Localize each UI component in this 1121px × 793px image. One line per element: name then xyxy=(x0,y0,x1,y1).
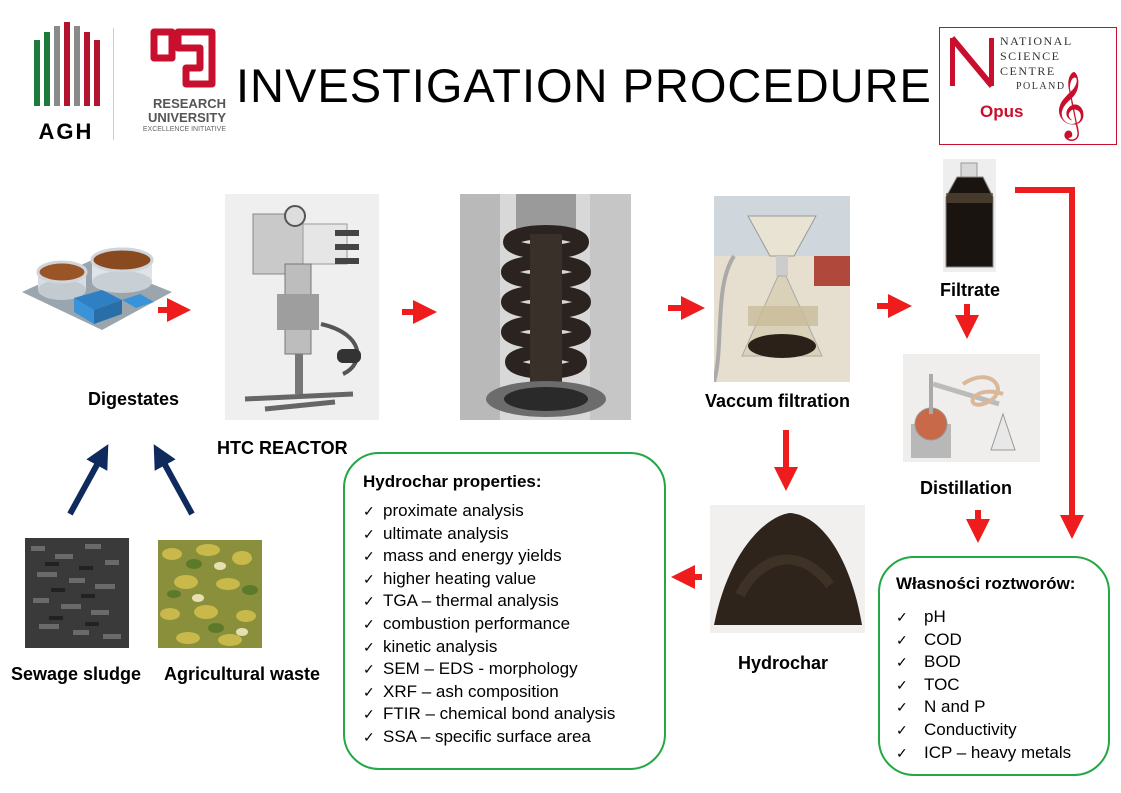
list-item-label: ICP – heavy metals xyxy=(924,742,1072,762)
list-item-label: XRF – ash composition xyxy=(383,681,559,701)
check-icon: ✓ xyxy=(896,699,908,716)
list-item-label: FTIR – chemical bond analysis xyxy=(383,704,616,724)
check-icon: ✓ xyxy=(363,593,375,610)
list-item-label: N and P xyxy=(924,697,986,717)
list-item: ✓ TGA – thermal analysis xyxy=(363,590,664,613)
list-item-label: SSA – specific surface area xyxy=(383,726,591,746)
list-item-label: kinetic analysis xyxy=(383,636,498,656)
label-htc-reactor: HTC REACTOR xyxy=(217,438,348,458)
vacuum-filtration-photo xyxy=(714,196,850,382)
list-item: ✓ ICP – heavy metals xyxy=(896,742,1108,765)
list-item: ✓ higher heating value xyxy=(363,568,664,591)
list-item: ✓ mass and energy yields xyxy=(363,545,664,568)
check-icon: ✓ xyxy=(363,548,375,565)
agh-logo-mark xyxy=(34,22,100,106)
htc-reactor-photo xyxy=(225,194,379,420)
label-vacuum-filtration: Vaccum filtration xyxy=(705,391,851,411)
list-item: ✓ Conductivity xyxy=(896,719,1108,742)
hydrochar-photo xyxy=(710,505,865,633)
research-logo-line2: UNIVERSITY xyxy=(147,110,226,125)
ncn-line3: CENTRE xyxy=(1000,64,1056,78)
check-icon: ✓ xyxy=(363,706,375,723)
treble-clef-icon: 𝄞 xyxy=(1052,70,1087,138)
check-icon: ✓ xyxy=(363,728,375,745)
label-distillation: Distillation xyxy=(920,478,1013,498)
list-item-label: SEM – EDS - morphology xyxy=(383,659,578,679)
arrow-filtrate-to-solution xyxy=(1015,187,1084,539)
agh-logo: AGH xyxy=(30,22,102,144)
check-icon: ✓ xyxy=(363,638,375,655)
list-item-label: proximate analysis xyxy=(383,501,524,520)
research-university-icon xyxy=(150,28,216,88)
list-item-label: Conductivity xyxy=(924,719,1017,739)
hydrochar-properties-title: Hydrochar properties: xyxy=(363,472,542,491)
ncn-line1: NATIONAL xyxy=(1000,34,1073,48)
check-icon: ✓ xyxy=(896,654,908,671)
list-item-label: mass and energy yields xyxy=(383,546,562,566)
list-item-label: COD xyxy=(924,629,962,649)
list-item-label: ultimate analysis xyxy=(383,523,509,543)
ncn-opus-label: Opus xyxy=(980,102,1024,121)
solution-properties-title: Własności roztworów: xyxy=(896,574,1076,593)
research-logo-line1: RESEARCH xyxy=(153,96,226,111)
list-item-label: BOD xyxy=(924,652,961,672)
arrow-sludge-to-digestates xyxy=(67,444,109,516)
list-item-label: pH xyxy=(924,607,946,626)
label-sewage-sludge: Sewage sludge xyxy=(11,664,142,684)
check-icon: ✓ xyxy=(896,676,908,693)
label-agricultural-waste: Agricultural waste xyxy=(164,664,321,684)
check-icon: ✓ xyxy=(896,609,908,625)
solution-properties-list: ✓ pH ✓ COD ✓ BOD ✓ TOC ✓ N and P ✓ Conductivity ✓ ICP… xyxy=(896,606,1108,764)
list-item-label: TGA – thermal analysis xyxy=(383,591,559,611)
list-item: ✓ combustion performance xyxy=(363,613,664,636)
research-university-logo: RESEARCH UNIVERSITY EXCELLENCE INITIATIV… xyxy=(136,24,226,144)
distillation-photo xyxy=(903,354,1040,462)
agh-logo-text: AGH xyxy=(38,119,94,144)
hydrochar-properties-list: ✓ proximate analysis ✓ ultimate analysis ✓ ma… xyxy=(363,500,664,749)
check-icon: ✓ xyxy=(363,615,375,632)
ncn-opus-logo: NATIONAL SCIENCE CENTRE POLAND Opus 𝄞 xyxy=(939,27,1117,145)
ncn-line4: POLAND xyxy=(1016,81,1066,92)
digestate-plant-illustration xyxy=(22,240,172,332)
list-item: ✓ proximate analysis xyxy=(363,500,664,523)
list-item: ✓ XRF – ash composition xyxy=(363,681,664,704)
filtrate-bottle-photo xyxy=(943,159,996,272)
sewage-sludge-photo xyxy=(25,538,129,648)
check-icon: ✓ xyxy=(363,661,375,678)
check-icon: ✓ xyxy=(363,570,375,587)
ncn-line2: SCIENCE xyxy=(1000,49,1061,63)
check-icon: ✓ xyxy=(896,744,908,761)
check-icon: ✓ xyxy=(363,503,375,519)
list-item: ✓ SEM – EDS - morphology xyxy=(363,658,664,681)
list-item: ✓ BOD xyxy=(896,651,1108,674)
hydrochar-properties-box: Hydrochar properties: ✓ proximate analysi… xyxy=(343,452,666,770)
list-item: ✓ pH xyxy=(896,606,1108,629)
list-item: ✓ kinetic analysis xyxy=(363,636,664,659)
list-item-label: TOC xyxy=(924,674,960,694)
check-icon: ✓ xyxy=(363,525,375,542)
arrow-waste-to-digestates xyxy=(153,444,195,516)
logo-divider xyxy=(113,28,114,140)
check-icon: ✓ xyxy=(896,631,908,648)
list-item: ✓ FTIR – chemical bond analysis xyxy=(363,703,664,726)
label-filtrate: Filtrate xyxy=(940,280,1001,300)
reactor-coil-photo xyxy=(460,194,631,420)
list-item: ✓ SSA – specific surface area xyxy=(363,726,664,749)
list-item: ✓ TOC xyxy=(896,674,1108,697)
solution-properties-box: Własności roztworów: ✓ pH ✓ COD ✓ BOD ✓ TOC ✓ N a… xyxy=(878,556,1110,776)
list-item: ✓ COD xyxy=(896,629,1108,652)
page-title: INVESTIGATION PROCEDURE xyxy=(236,59,932,112)
list-item: ✓ N and P xyxy=(896,696,1108,719)
research-logo-line3: EXCELLENCE INITIATIVE xyxy=(142,126,226,133)
list-item: ✓ ultimate analysis xyxy=(363,523,664,546)
check-icon: ✓ xyxy=(896,721,908,738)
ncn-logo-mark xyxy=(950,36,994,88)
list-item-label: combustion performance xyxy=(383,613,571,633)
agricultural-waste-photo xyxy=(158,540,262,648)
label-digestates: Digestates xyxy=(88,389,180,409)
check-icon: ✓ xyxy=(363,683,375,700)
label-hydrochar: Hydrochar xyxy=(738,653,829,673)
list-item-label: higher heating value xyxy=(383,568,537,588)
